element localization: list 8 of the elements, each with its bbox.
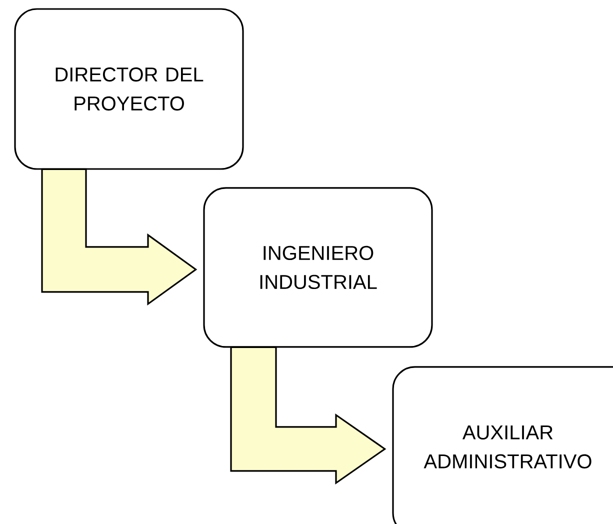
role-box: [392, 366, 613, 524]
bent-arrow: [230, 346, 386, 485]
box-label: INGENIERO INDUSTRIAL: [260, 246, 377, 290]
role-box: [14, 8, 244, 170]
box-label: DIRECTOR DEL PROYECTO: [56, 67, 204, 111]
bent-arrow: [41, 168, 198, 306]
box-label: AUXILIAR ADMINISTRATIVO: [424, 426, 592, 468]
role-box: [203, 187, 433, 348]
